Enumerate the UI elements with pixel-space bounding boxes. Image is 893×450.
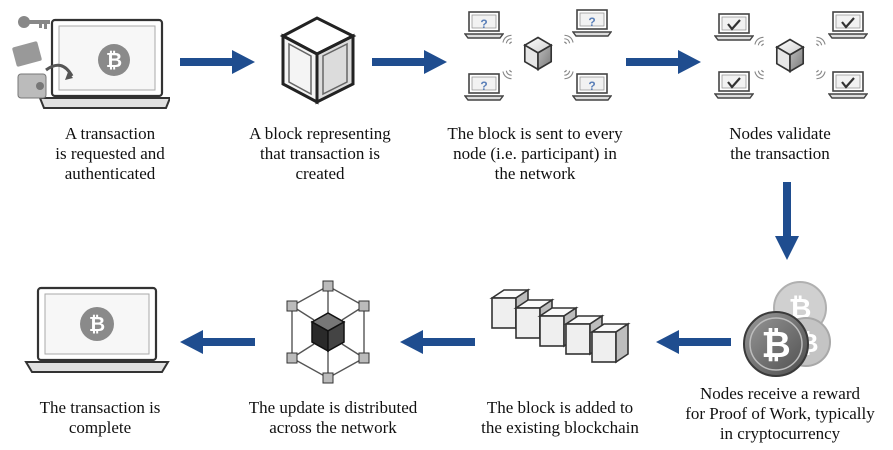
step-1-caption: A transaction is requested and authentic… <box>55 124 165 183</box>
svg-text:₿: ₿ <box>89 314 105 336</box>
svg-text:₿: ₿ <box>761 324 790 365</box>
svg-text:?: ? <box>588 15 595 29</box>
svg-text:?: ? <box>480 17 487 31</box>
block-cube-icon <box>279 16 357 105</box>
distributed-network-cube-icon <box>286 280 370 384</box>
nodes-validate-icon <box>714 11 868 99</box>
step-4-caption: Nodes validate the transaction <box>729 124 831 163</box>
arrow-right-icon <box>626 50 701 74</box>
laptop-bitcoin-icon: ₿ <box>24 286 170 373</box>
arrow-left-icon <box>180 330 255 354</box>
bitcoin-coins-icon: ₿ ₿ ₿ <box>743 281 831 377</box>
step-6-caption: The block is added to the existing block… <box>481 398 639 437</box>
arrow-right-icon <box>180 50 255 74</box>
step-8-caption: The transaction is complete <box>39 398 161 437</box>
arrow-down-icon <box>775 182 799 260</box>
blockchain-icon <box>489 288 631 364</box>
svg-text:₿: ₿ <box>789 293 812 324</box>
step-7-caption: The update is distributed across the net… <box>248 398 418 437</box>
network-broadcast-icon: ? ? ? ? <box>464 9 612 101</box>
arrow-right-icon <box>372 50 447 74</box>
svg-text:?: ? <box>480 79 487 93</box>
svg-text:₿: ₿ <box>106 50 122 72</box>
svg-text:?: ? <box>588 79 595 93</box>
arrow-left-icon <box>400 330 475 354</box>
arrow-left-icon <box>656 330 731 354</box>
laptop-bitcoin-with-keys-wallet-icon: ₿ <box>12 16 170 109</box>
step-2-caption: A block representing that transaction is… <box>249 124 391 183</box>
step-3-caption: The block is sent to every node (i.e. pa… <box>447 124 623 183</box>
step-5-caption: Nodes receive a reward for Proof of Work… <box>685 384 875 443</box>
